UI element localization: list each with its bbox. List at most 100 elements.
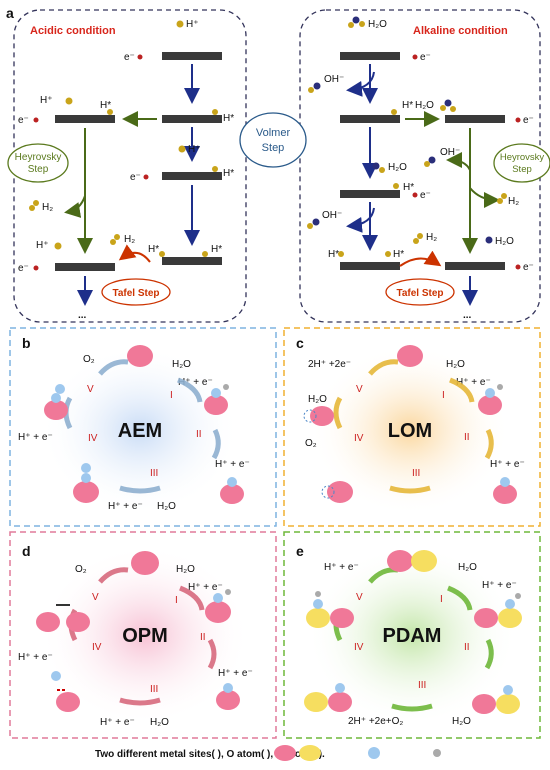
panel-d-title: OPM bbox=[122, 625, 168, 647]
svg-text:H₂: H₂ bbox=[508, 196, 519, 207]
alkaline-electrode-bars bbox=[340, 52, 505, 270]
svg-text:e⁻: e⁻ bbox=[18, 263, 29, 274]
svg-text:I: I bbox=[170, 390, 173, 401]
svg-text:H*: H* bbox=[148, 244, 159, 255]
svg-text:O₂: O₂ bbox=[305, 438, 317, 449]
svg-text:e⁻: e⁻ bbox=[523, 262, 534, 273]
panel-c-letter: c bbox=[296, 335, 304, 351]
svg-text:H₂O: H₂O bbox=[368, 19, 387, 30]
acidic-box: Acidic condition bbox=[13, 9, 247, 323]
svg-text:III: III bbox=[150, 684, 158, 695]
svg-text:IV: IV bbox=[92, 642, 102, 653]
svg-text:II: II bbox=[464, 642, 470, 653]
legend-metal-site-2 bbox=[299, 745, 321, 761]
svg-text:H⁺ + e⁻: H⁺ + e⁻ bbox=[482, 580, 517, 591]
svg-text:O₂: O₂ bbox=[75, 564, 87, 575]
svg-text:H₂O: H₂O bbox=[458, 562, 477, 573]
panel-b-title: AEM bbox=[118, 420, 162, 442]
svg-text:II: II bbox=[464, 432, 470, 443]
svg-text:V: V bbox=[356, 384, 363, 395]
svg-text:H⁺: H⁺ bbox=[186, 19, 199, 30]
alkaline-title: Alkaline condition bbox=[413, 25, 508, 37]
svg-text:H₂O: H₂O bbox=[495, 236, 514, 247]
alkaline-ellipsis: ... bbox=[463, 310, 472, 321]
heyrovsky-step-alkaline: Heyrovsky Step bbox=[493, 143, 550, 183]
svg-text:Step: Step bbox=[28, 164, 49, 175]
svg-text:H⁺ + e⁻: H⁺ + e⁻ bbox=[18, 652, 53, 663]
heyrovsky-step-acidic: Heyrovsky Step bbox=[7, 143, 69, 183]
svg-text:H*: H* bbox=[393, 249, 404, 260]
svg-text:H⁺: H⁺ bbox=[36, 240, 49, 251]
svg-text:H₂O: H₂O bbox=[388, 162, 407, 173]
legend-text: Two different metal sites( ), O atom( ),… bbox=[95, 749, 325, 760]
panel-b: b AEM O₂ H₂O H⁺ + e⁻ H⁺ + e⁻ H⁺ + e⁻ H⁺ … bbox=[9, 327, 277, 527]
svg-text:IV: IV bbox=[354, 642, 364, 653]
acidic-flow-arrows bbox=[64, 64, 200, 306]
svg-text:H₂O: H₂O bbox=[157, 501, 176, 512]
svg-text:e⁻: e⁻ bbox=[420, 190, 431, 201]
svg-text:OH⁻: OH⁻ bbox=[324, 74, 344, 85]
acidic-labels: H⁺ e⁻ H⁺ H* e⁻ H* H⁺ e⁻ H* H₂ H⁺ e⁻ H₂ H… bbox=[18, 19, 234, 321]
panel-e-letter: e bbox=[296, 543, 304, 559]
svg-text:III: III bbox=[412, 468, 420, 479]
svg-text:H⁺ + e⁻: H⁺ + e⁻ bbox=[178, 377, 213, 388]
panel-b-species: O₂ H₂O H⁺ + e⁻ H⁺ + e⁻ H⁺ + e⁻ H⁺ + e⁻ H… bbox=[18, 354, 250, 512]
svg-text:V: V bbox=[356, 592, 363, 603]
svg-text:e⁻: e⁻ bbox=[523, 115, 534, 126]
panel-e-molecules bbox=[304, 550, 522, 714]
svg-text:H₂O: H₂O bbox=[415, 100, 434, 111]
alkaline-atoms bbox=[307, 16, 521, 270]
tafel-step-alkaline: Tafel Step bbox=[385, 278, 455, 306]
acidic-atoms bbox=[29, 20, 218, 271]
svg-text:H*: H* bbox=[211, 244, 222, 255]
svg-text:e⁻: e⁻ bbox=[130, 172, 141, 183]
svg-text:H₂: H₂ bbox=[426, 232, 437, 243]
svg-text:H⁺ + e⁻: H⁺ + e⁻ bbox=[188, 582, 223, 593]
svg-text:Tafel Step: Tafel Step bbox=[396, 288, 443, 299]
svg-text:H₂: H₂ bbox=[124, 234, 135, 245]
svg-text:H*: H* bbox=[223, 168, 234, 179]
alkaline-labels: H₂O e⁻ OH⁻ H* H₂O e⁻ OH⁻ H₂O e⁻ H* H₂ OH… bbox=[322, 19, 534, 321]
svg-text:IV: IV bbox=[88, 433, 98, 444]
svg-text:e⁻: e⁻ bbox=[124, 52, 135, 63]
svg-text:2H⁺ +2e⁻: 2H⁺ +2e⁻ bbox=[308, 359, 351, 370]
svg-text:II: II bbox=[200, 632, 206, 643]
svg-text:III: III bbox=[418, 680, 426, 691]
acidic-ellipsis: ... bbox=[78, 310, 87, 321]
legend-o-atom bbox=[368, 747, 380, 759]
panel-c-title: LOM bbox=[388, 420, 432, 442]
svg-text:O₂: O₂ bbox=[83, 354, 95, 365]
svg-text:H⁺ + e⁻: H⁺ + e⁻ bbox=[18, 432, 53, 443]
svg-text:Heyrovsky: Heyrovsky bbox=[500, 152, 545, 163]
svg-text:H₂: H₂ bbox=[42, 202, 53, 213]
svg-text:V: V bbox=[92, 592, 99, 603]
panel-d-species: O₂ H₂O H⁺ + e⁻ H⁺ + e⁻ H⁺ + e⁻ H⁺ + e⁻ H… bbox=[18, 564, 253, 728]
tafel-step-acidic: Tafel Step bbox=[101, 278, 171, 306]
panel-c-species: 2H⁺ +2e⁻ H₂O H⁺ + e⁻ H₂O O₂ H⁺ + e⁻ bbox=[305, 359, 525, 470]
panel-e-species: H⁺ + e⁻ H₂O H⁺ + e⁻ 2H⁺ +2e+O₂ H₂O bbox=[324, 562, 517, 727]
panel-b-letter: b bbox=[22, 335, 31, 351]
svg-text:Step: Step bbox=[262, 142, 285, 154]
svg-text:II: II bbox=[196, 429, 202, 440]
svg-text:e⁻: e⁻ bbox=[18, 115, 29, 126]
alkaline-box: Alkaline condition bbox=[299, 9, 541, 323]
panel-d-letter: d bbox=[22, 543, 31, 559]
svg-text:III: III bbox=[150, 468, 158, 479]
svg-text:Tafel Step: Tafel Step bbox=[112, 288, 159, 299]
svg-text:H⁺ + e⁻: H⁺ + e⁻ bbox=[324, 562, 359, 573]
svg-text:H₂O: H₂O bbox=[150, 717, 169, 728]
svg-text:H₂O: H₂O bbox=[446, 359, 465, 370]
acidic-title: Acidic condition bbox=[30, 25, 116, 37]
svg-text:H₂O: H₂O bbox=[452, 716, 471, 727]
svg-text:OH⁻: OH⁻ bbox=[440, 147, 460, 158]
panel-b-molecules bbox=[44, 345, 244, 504]
svg-text:H₂O: H₂O bbox=[172, 359, 191, 370]
svg-text:H⁺: H⁺ bbox=[188, 144, 201, 155]
svg-text:e⁻: e⁻ bbox=[420, 52, 431, 63]
panel-c: c LOM 2H⁺ +2e⁻ H₂O H⁺ + e⁻ H₂O O₂ H⁺ + e… bbox=[283, 327, 541, 527]
svg-text:H*: H* bbox=[100, 100, 111, 111]
panel-d-molecules bbox=[36, 551, 240, 712]
panel-a-letter: a bbox=[6, 5, 14, 21]
legend: Two different metal sites( ), O atom( ),… bbox=[95, 745, 441, 761]
